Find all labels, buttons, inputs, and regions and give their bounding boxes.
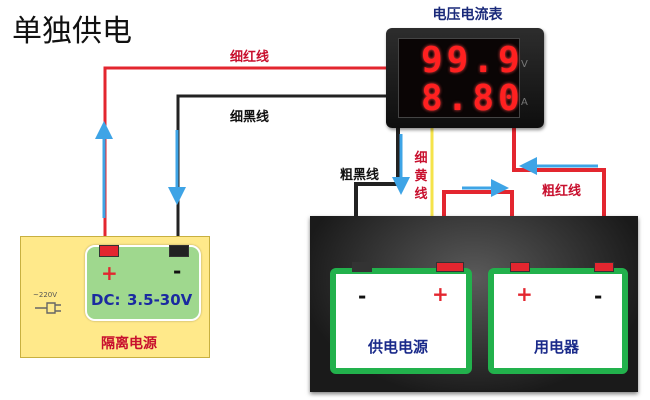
- isolated-power-supply: ~220V + - DC: 3.5-30V 隔离电源: [20, 236, 210, 358]
- power-source: - + 供电电源: [330, 262, 472, 374]
- power-source-negative-terminal: [352, 262, 372, 272]
- voltmeter-ammeter: 99.9 8.80 V A: [386, 28, 544, 128]
- minus-symbol: -: [173, 259, 182, 283]
- voltage-unit: V: [521, 59, 528, 70]
- thin-red-wire: [103, 66, 390, 238]
- page-title: 单独供电: [12, 14, 132, 49]
- meter-title: 电压电流表: [432, 7, 503, 23]
- thin-black-wire-label: 细黑线: [230, 110, 270, 125]
- equipment-base: - + 供电电源 + - 用电器: [310, 216, 638, 392]
- power-source-positive-terminal: [436, 262, 464, 272]
- isolated-supply-name: 隔离电源: [101, 336, 157, 352]
- load-negative-terminal: [594, 262, 614, 272]
- load-positive-terminal: [510, 262, 530, 272]
- negative-terminal: [169, 245, 189, 257]
- thick-red-wire-label: 粗红线: [542, 184, 582, 199]
- thick-black-wire-label: 粗黑线: [340, 168, 380, 183]
- dc-label: DC:: [91, 291, 121, 309]
- load-name: 用电器: [534, 338, 580, 356]
- dc-range: 3.5-30V: [127, 291, 193, 309]
- ac-plug-icon: ~220V: [33, 291, 73, 319]
- current-unit: A: [521, 97, 528, 108]
- thin-red-wire-label: 细红线: [230, 50, 270, 65]
- thin-yellow-wire-label: 细 黄 线: [414, 151, 428, 202]
- minus-symbol: -: [594, 284, 603, 308]
- voltage-reading: 99.9: [421, 40, 524, 81]
- positive-terminal: [99, 245, 119, 257]
- dc-output-module: + - DC: 3.5-30V: [85, 245, 201, 321]
- current-reading: 8.80: [421, 78, 524, 119]
- load-device: + - 用电器: [488, 262, 628, 374]
- meter-display: 99.9 8.80 V A: [398, 38, 528, 118]
- minus-symbol: -: [358, 284, 367, 308]
- plus-symbol: +: [432, 282, 449, 306]
- plus-symbol: +: [101, 261, 118, 285]
- power-source-name: 供电电源: [368, 338, 429, 356]
- plus-symbol: +: [516, 282, 533, 306]
